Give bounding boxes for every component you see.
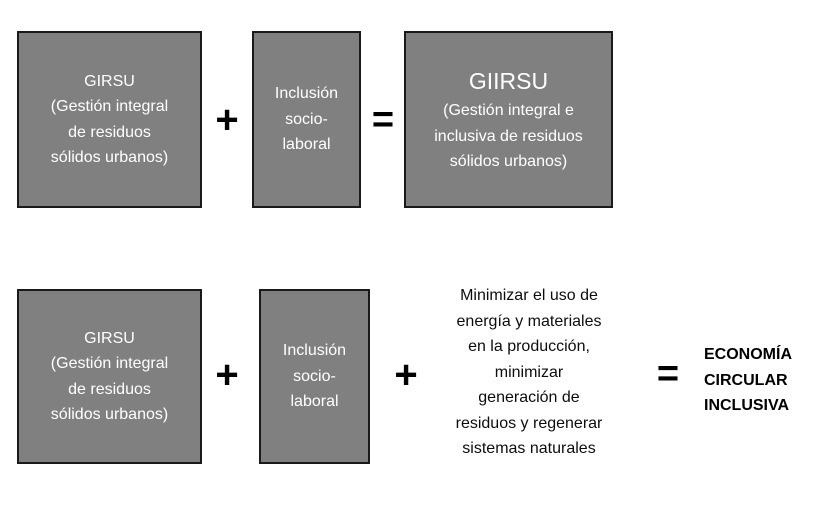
row1-giirsu-line-3: sólidos urbanos)	[449, 153, 568, 171]
row2-plus-operator-2: +	[394, 353, 418, 397]
row2-girsu-line-2: (Gestión integral	[50, 355, 169, 372]
minimizar-line-6: residuos y regenerar	[455, 414, 603, 432]
minimizar-line-5: generación de	[478, 389, 580, 406]
row2-inclusion-line-3: laboral	[290, 393, 339, 411]
row1-box-giirsu: GIIRSU (Gestión integral e inclusiva de …	[404, 31, 613, 208]
row1-girsu-line-2: (Gestión integral	[50, 98, 169, 115]
row1-giirsu-line-1: (Gestión integral e	[443, 102, 574, 120]
row2-girsu-line-4: sólidos urbanos)	[50, 406, 169, 423]
row1-equals-operator: =	[371, 99, 395, 141]
minimizar-line-2: energía y materiales	[456, 312, 602, 330]
row1-girsu-line-1: GIRSU	[84, 72, 135, 90]
result-line-2: CIRCULAR	[704, 371, 788, 389]
row2-plus-operator-1: +	[215, 353, 239, 397]
row2-result-economia-circular-inclusiva: ECONOMÍA CIRCULAR INCLUSIVA	[704, 342, 829, 419]
row2-inclusion-line-2: socio-	[293, 367, 336, 385]
result-line-3: INCLUSIVA	[704, 397, 790, 414]
minimizar-line-3: en la producción,	[468, 338, 590, 355]
row1-girsu-line-3: de residuos	[68, 123, 151, 141]
row1-box-inclusion: Inclusión socio- laboral	[252, 31, 361, 208]
row2-girsu-line-3: de residuos	[68, 380, 151, 398]
row2-box-girsu: GIRSU (Gestión integral de residuos sóli…	[17, 289, 202, 464]
row1-giirsu-line-2: inclusiva de residuos	[434, 127, 583, 145]
minimizar-line-1: Minimizar el uso de	[460, 287, 598, 304]
minimizar-line-4: minimizar	[494, 363, 564, 381]
row1-inclusion-line-1: Inclusión	[274, 85, 339, 103]
row1-inclusion-line-3: laboral	[282, 136, 331, 154]
row1-giirsu-heading: GIIRSU	[468, 68, 549, 95]
minimizar-line-7: sistemas naturales	[462, 440, 596, 457]
row2-inclusion-line-1: Inclusión	[282, 342, 347, 360]
result-line-1: ECONOMÍA	[704, 346, 792, 363]
row2-girsu-line-1: GIRSU	[84, 329, 135, 347]
row1-inclusion-line-2: socio-	[285, 110, 328, 128]
row2-equals-operator: =	[656, 353, 680, 395]
row1-girsu-line-4: sólidos urbanos)	[50, 149, 169, 166]
row2-text-minimizar: Minimizar el uso de energía y materiales…	[423, 283, 635, 462]
row2-box-inclusion: Inclusión socio- laboral	[259, 289, 370, 464]
row1-box-girsu: GIRSU (Gestión integral de residuos sóli…	[17, 31, 202, 208]
row1-plus-operator: +	[215, 98, 239, 142]
